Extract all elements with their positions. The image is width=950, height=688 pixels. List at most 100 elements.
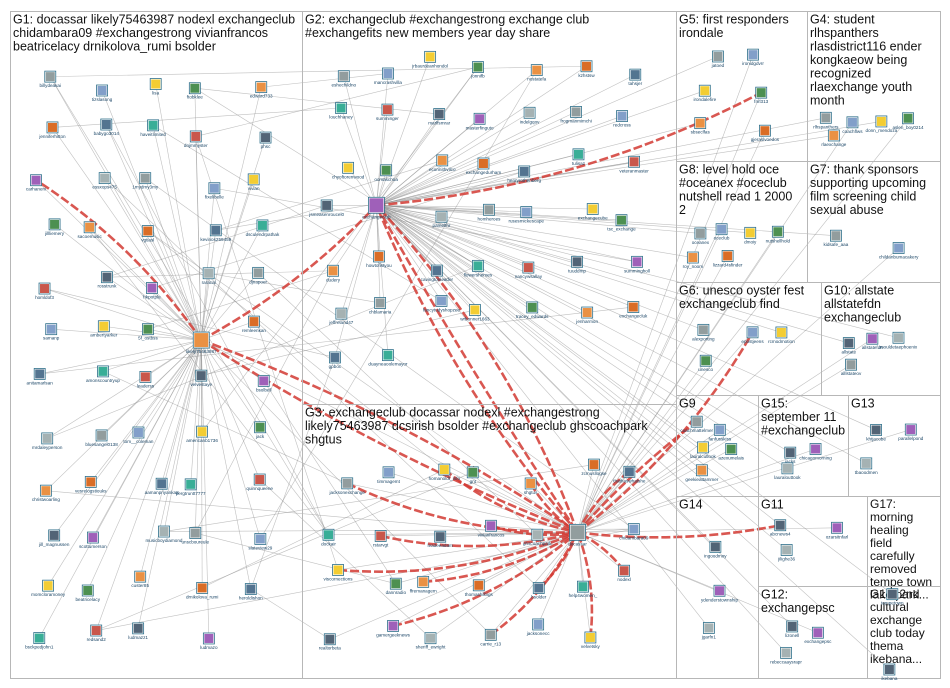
node-g1[interactable]: aamanpriyanka8 xyxy=(145,477,179,495)
node-g1[interactable]: musicboydiamond xyxy=(145,525,183,543)
node-g2[interactable]: veteranmaster xyxy=(619,155,649,173)
node-g1[interactable]: phsc xyxy=(259,131,272,149)
node-g3[interactable]: carrie_r13 xyxy=(480,628,502,646)
node-g2[interactable]: redcross xyxy=(613,110,632,128)
node-g2[interactable]: eshechildno xyxy=(332,70,357,88)
node-g1[interactable]: essxops475 xyxy=(92,172,117,190)
node-g2[interactable]: mancrashvilla xyxy=(374,67,403,85)
node-g2[interactable]: tahsjer xyxy=(628,68,643,86)
node-g10[interactable]: allstate xyxy=(842,337,857,355)
node-g3[interactable]: dockair xyxy=(321,528,336,546)
node-g1[interactable]: raracal xyxy=(202,267,216,285)
node-g1[interactable]: ambertyarker xyxy=(90,320,118,338)
node-g5[interactable]: jatoed xyxy=(711,50,725,68)
node-g14[interactable]: jgarfn1 xyxy=(701,622,716,639)
node-g12[interactable]: exchangepsc xyxy=(804,626,832,644)
node-g1[interactable]: sacoemusic xyxy=(78,221,103,239)
node-g3[interactable]: ghscoachpark xyxy=(523,528,552,546)
node-g1[interactable]: dsculendrpathak xyxy=(246,219,280,237)
node-g5[interactable]: gjeraslvoedos xyxy=(751,124,780,142)
node-g2[interactable]: gpboc xyxy=(329,351,342,369)
node-g3[interactable]: gnt xyxy=(466,466,479,484)
node-g3[interactable]: viscornections xyxy=(323,564,353,581)
node-g3[interactable]: ffremanagem xyxy=(410,575,437,593)
node-g4[interactable]: donn_mendoza xyxy=(866,115,898,133)
node-g14[interactable]: ydenderstownship xyxy=(701,584,738,602)
node-g8[interactable]: nutshellhold xyxy=(766,225,791,243)
node-g2[interactable]: summingholl xyxy=(624,255,650,273)
node-g1[interactable]: mrdaleyperson xyxy=(32,432,63,450)
node-g2[interactable]: jonnifb xyxy=(470,61,485,79)
node-g1[interactable]: carhaneni xyxy=(26,174,46,192)
node-g4[interactable]: rlhspanthers xyxy=(813,111,839,129)
node-g1[interactable]: bsolbell xyxy=(256,374,272,392)
node-g3[interactable]: leadeeadam xyxy=(428,530,453,548)
node-g3[interactable]: homanoldt_info xyxy=(429,463,461,481)
node-g1[interactable]: momcloramoney xyxy=(31,579,66,597)
node-g3[interactable]: chidambara09 xyxy=(619,523,649,541)
node-g1[interactable]: slateview29 xyxy=(248,533,273,550)
node-g8[interactable]: roy_noom xyxy=(683,251,704,269)
node-g6[interactable]: alexporting xyxy=(692,323,715,341)
node-g1[interactable]: fixelibelle xyxy=(205,182,224,200)
node-g1[interactable]: ftobklee xyxy=(187,82,204,100)
node-g1[interactable]: homldof3 xyxy=(35,282,54,300)
node-g1[interactable]: beatricelacy xyxy=(76,584,101,602)
node-g2[interactable]: fancytudyshopzee xyxy=(423,295,460,312)
node-g13[interactable]: parallelpond xyxy=(898,423,924,441)
node-g2[interactable]: dudery xyxy=(326,264,341,282)
node-g10[interactable]: allstatefdn xyxy=(862,332,883,350)
node-g2[interactable]: henryrothenberg xyxy=(507,165,541,183)
node-g3[interactable]: vivianfrancos xyxy=(478,519,506,537)
node-g5[interactable]: sbseclfas xyxy=(691,117,711,135)
node-g1[interactable]: anitamarlsan xyxy=(27,368,54,385)
node-g1[interactable]: likely75463987 xyxy=(186,331,217,354)
node-g1[interactable]: scottumerson xyxy=(79,531,107,549)
node-g17[interactable]: tempetown xyxy=(881,588,904,606)
node-g2[interactable]: nostatefa xyxy=(527,64,547,82)
node-g1[interactable]: dnjmmyster xyxy=(184,130,208,148)
node-g10[interactable]: alllstateov xyxy=(841,358,862,376)
node-g6[interactable]: epostjeens xyxy=(741,326,764,344)
node-g1[interactable]: unscboureule xyxy=(181,527,210,545)
node-g1[interactable]: leaderss xyxy=(137,371,155,388)
node-g4[interactable]: rlaexchange xyxy=(821,129,847,147)
node-g3[interactable]: jacksonexchange xyxy=(328,477,365,495)
node-g2[interactable]: ocmaschoa xyxy=(374,164,398,182)
node-g3[interactable]: sheriff_ewright xyxy=(416,632,447,650)
node-g1[interactable]: jill_magnussen xyxy=(38,529,70,547)
node-g12[interactable]: lizonell xyxy=(785,620,799,638)
node-g1[interactable]: drnikolova_rumi xyxy=(186,582,218,599)
node-g1[interactable]: rosstrunk xyxy=(98,271,118,289)
node-g8[interactable]: oceclub xyxy=(714,223,730,241)
node-g2[interactable]: kzhstsw xyxy=(578,60,595,78)
node-g2[interactable]: exchangeclub xyxy=(362,196,391,219)
node-g9[interactable]: geekieattammer xyxy=(685,464,719,482)
node-g1[interactable]: bluesangel0138 xyxy=(85,429,118,447)
node-g1[interactable]: jack xyxy=(254,421,266,439)
node-g1[interactable]: amonscountryup xyxy=(86,365,120,383)
node-g2[interactable]: exchangecube xyxy=(578,203,608,220)
node-g13[interactable]: tbaoodmen xyxy=(855,457,878,475)
node-g2[interactable]: jrbaurdeanhondol xyxy=(411,50,448,68)
node-g1[interactable]: lisa xyxy=(149,78,162,96)
node-g2[interactable]: jsmeasenroucel0 xyxy=(308,199,344,217)
node-g9[interactable]: azexumelais xyxy=(718,443,745,461)
node-g2[interactable]: rusesmickescape xyxy=(508,206,544,224)
node-g1[interactable]: vesrelogstiouks xyxy=(75,476,107,493)
node-g10[interactable]: mouldetaephoenix xyxy=(880,331,918,349)
node-g8[interactable]: oceanex xyxy=(692,227,710,245)
node-g9[interactable]: fanfusskiss xyxy=(708,423,732,441)
node-g1[interactable]: 5f_ostbss xyxy=(138,323,158,341)
node-g6[interactable]: rcmodmotion xyxy=(768,326,795,344)
node-g3[interactable]: bsolder xyxy=(531,582,547,600)
node-g4[interactable]: coachflws xyxy=(842,116,863,134)
node-g1[interactable]: christwoarling xyxy=(32,484,61,502)
node-g2[interactable]: cavingtonleader xyxy=(421,264,454,282)
node-g2[interactable]: wrbonner1663 xyxy=(460,304,490,321)
node-g2[interactable]: jenharmon xyxy=(575,306,598,324)
node-g2[interactable]: tulisaz xyxy=(572,148,586,166)
node-g3[interactable]: shgtus xyxy=(524,477,538,495)
node-g2[interactable]: howtofistyou xyxy=(366,250,392,268)
node-g1[interactable]: kevinos259459 xyxy=(200,224,232,242)
